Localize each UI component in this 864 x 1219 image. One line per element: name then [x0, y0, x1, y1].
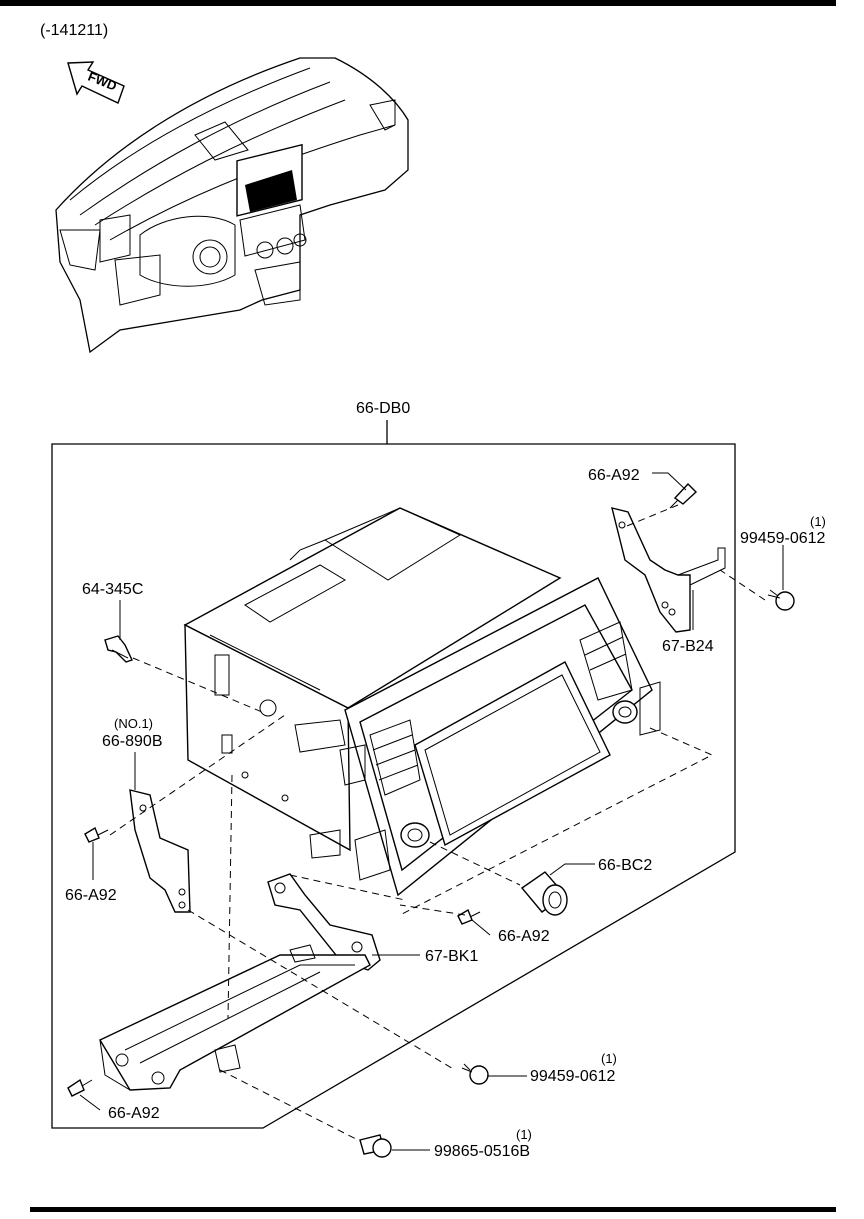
screw-icon [669, 482, 698, 509]
bracket-66-890b [129, 789, 191, 913]
callout-66-890b: 66-890B [102, 733, 163, 750]
callout-no1: (NO.1) [114, 716, 153, 731]
callout-66-a92-top: 66-A92 [588, 467, 640, 484]
callouts: 66-A92 (1) 99459-0612 67-B24 64-345C (NO… [65, 467, 826, 1160]
head-unit [183, 507, 661, 897]
clip-64-345c [104, 635, 133, 663]
dashboard-illustration [55, 57, 409, 354]
callout-qty: (1) [810, 514, 826, 529]
callout-67-b24: 67-B24 [662, 638, 714, 655]
callout-66-a92-mid: 66-A92 [498, 928, 550, 945]
bolt-icon [767, 589, 795, 611]
callout-qty: (1) [516, 1127, 532, 1142]
bracket-67-bk1 [99, 873, 381, 1091]
screw-icon [67, 1078, 93, 1097]
date-code: (-141211) [40, 22, 108, 39]
bottom-rule [30, 1207, 836, 1212]
leader-lines [79, 472, 784, 1151]
callout-99459-0612-top: 99459-0612 [740, 530, 826, 547]
callout-64-345c: 64-345C [82, 581, 143, 598]
callout-66-a92-left: 66-A92 [65, 887, 117, 904]
callout-99865-0516b: 99865-0516B [434, 1143, 530, 1160]
callout-99459-0612-bottom: 99459-0612 [530, 1068, 616, 1085]
top-rule [0, 0, 836, 6]
assembly-guide-lines [109, 504, 766, 1141]
screw-icon [84, 826, 109, 843]
assembly-enclosure [51, 443, 736, 1129]
bracket-67-b24 [611, 507, 726, 633]
knob-66-bc2 [520, 871, 568, 916]
callout-67-bk1: 67-BK1 [425, 948, 478, 965]
bolt-icon [359, 1134, 392, 1158]
callout-66-a92-bottom: 66-A92 [108, 1105, 160, 1122]
screw-icon [457, 908, 481, 925]
callout-qty: (1) [601, 1051, 617, 1066]
callout-66-bc2: 66-BC2 [598, 857, 652, 874]
fwd-arrow-icon: FWD [67, 61, 125, 104]
bolt-icon [461, 1063, 489, 1085]
assembly-label: 66-DB0 [356, 400, 410, 417]
